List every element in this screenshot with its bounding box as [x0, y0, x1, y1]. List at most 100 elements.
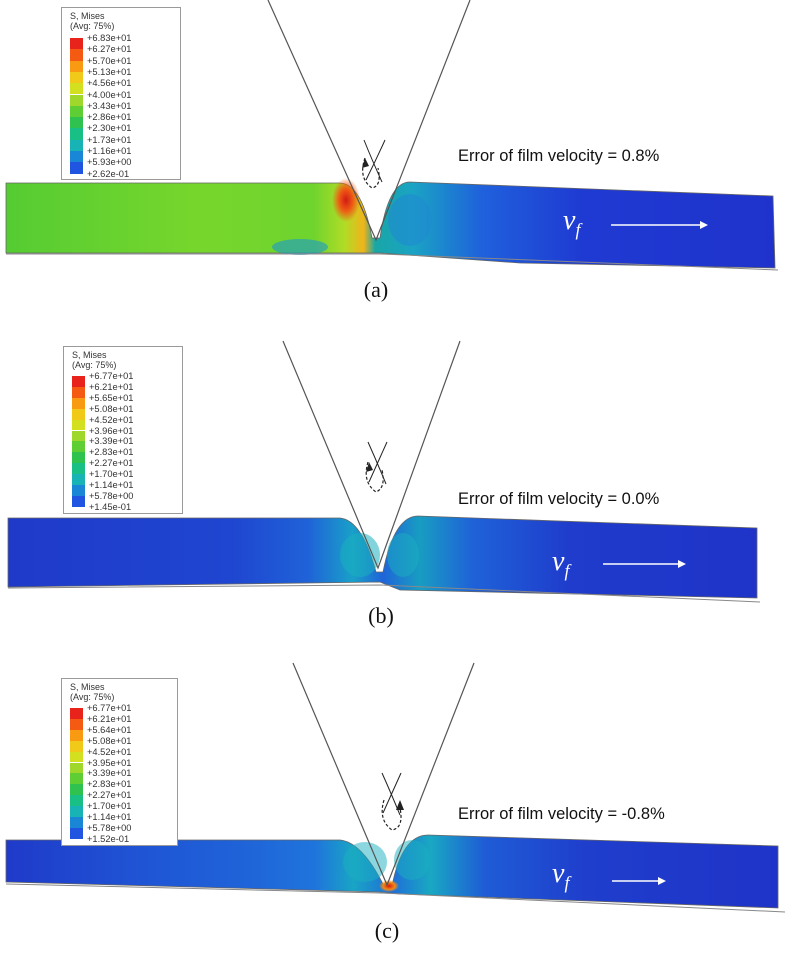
legend-value: +6.83e+01 — [87, 33, 132, 43]
legend-value: +6.21e+01 — [89, 381, 134, 392]
stress-region — [343, 842, 387, 882]
velocity-label: vf — [552, 858, 570, 893]
legend-value: +2.27e+01 — [89, 458, 134, 469]
legend-value: +4.52e+01 — [87, 746, 132, 757]
legend-value: +1.70e+01 — [87, 801, 132, 812]
film-strip — [7, 515, 758, 599]
panel-c: S, Mises (Avg: 75%) +6.77e+01+6.21e+01+5… — [0, 650, 800, 956]
legend-value: +2.62e-01 — [87, 168, 130, 179]
rotation-marker — [368, 441, 388, 483]
legend-value: +4.56e+01 — [87, 78, 132, 89]
legend-color-swatch — [72, 376, 85, 387]
legend-color-swatch — [70, 83, 83, 95]
legend-subtitle: (Avg: 75%) — [70, 21, 115, 31]
substrate-line — [5, 883, 786, 913]
stress-region — [340, 533, 380, 577]
legend-value: +6.77e+01 — [87, 703, 132, 713]
legend-value: +5.08e+01 — [87, 735, 132, 746]
legend-color-swatch — [70, 806, 83, 817]
panel-a: S, Mises (Avg: 75%) +6.83e+01+6.27e+01+5… — [0, 0, 800, 310]
stress-region — [388, 194, 432, 246]
panel-caption: (b) — [368, 603, 394, 628]
simulation-view-c — [5, 662, 786, 913]
legend-value: +1.52e-01 — [87, 833, 130, 844]
legend-color-swatch — [72, 397, 85, 409]
panel-caption: (c) — [374, 918, 400, 943]
legend-value: +3.39e+01 — [87, 768, 132, 779]
legend-color-swatch — [70, 795, 83, 807]
legend-color-swatch — [72, 419, 85, 431]
legend-color-swatch — [70, 71, 83, 84]
legend-color-swatch — [70, 60, 83, 72]
legend-value: +1.73e+01 — [87, 134, 132, 145]
stress-hotspot — [332, 178, 360, 222]
legend-color-swatch — [70, 762, 83, 774]
legend-color-swatch — [70, 827, 83, 839]
legend-title: S, Mises — [70, 11, 105, 21]
legend-subtitle: (Avg: 75%) — [72, 360, 117, 370]
rotation-marker — [363, 139, 383, 183]
legend-value: +5.78e+00 — [87, 822, 132, 833]
velocity-label: vf — [563, 205, 581, 240]
legend-value: +2.27e+01 — [87, 790, 132, 801]
legend-value: +3.95e+01 — [87, 757, 132, 768]
legend-color-swatch — [70, 117, 83, 129]
legend-color-swatch — [70, 718, 83, 730]
legend-color-swatch — [72, 463, 85, 475]
legend-value: +2.30e+01 — [87, 123, 132, 134]
panel-b: S, Mises (Avg: 75%) +6.77e+01+6.21e+01+5… — [0, 330, 800, 640]
legend-value: +5.65e+01 — [89, 392, 134, 403]
legend-color-swatch — [70, 162, 83, 174]
legend-color-swatch — [70, 139, 83, 151]
legend-value: +1.14e+01 — [89, 480, 134, 490]
substrate-line — [6, 253, 779, 271]
legend-value: +2.83e+01 — [87, 779, 132, 790]
rotation-marker — [367, 441, 387, 485]
stress-hotspot — [379, 880, 399, 892]
legend-color-swatch — [70, 773, 83, 785]
legend-value: +2.83e+01 — [89, 447, 134, 458]
legend-title: S, Mises — [72, 350, 107, 360]
rotation-marker — [365, 139, 386, 181]
rotation-arrow — [362, 157, 380, 189]
legend-color-swatch — [70, 751, 83, 763]
legend-value: +5.08e+01 — [89, 403, 134, 414]
legend-color-swatch — [72, 485, 85, 496]
legend-color-swatch — [72, 430, 85, 442]
legend-value: +6.21e+01 — [87, 713, 132, 724]
legend-color-swatch — [70, 817, 83, 828]
rotation-arrow — [365, 461, 384, 493]
simulation-view-a — [5, 0, 779, 271]
legend-color-swatch — [72, 408, 85, 420]
mises-legend: S, Mises (Avg: 75%) +6.77e+01+6.21e+01+5… — [63, 346, 183, 514]
legend-color-swatch — [70, 94, 83, 106]
cutting-tool — [292, 662, 475, 887]
legend-value: +3.43e+01 — [87, 100, 132, 111]
error-label: Error of film velocity = 0.8% — [458, 147, 660, 165]
legend-color-swatch — [70, 49, 83, 61]
legend-color-swatch — [70, 105, 83, 118]
legend-value: +3.96e+01 — [89, 425, 134, 436]
legend-color-swatch — [72, 441, 85, 453]
stress-region — [272, 239, 328, 255]
stress-region — [394, 840, 430, 880]
velocity-label: vf — [552, 546, 570, 581]
panel-caption: (a) — [363, 277, 389, 302]
cutting-tool — [282, 340, 461, 570]
legend-value: +5.93e+00 — [87, 157, 132, 168]
simulation-view-b — [7, 340, 761, 603]
error-label: Error of film velocity = 0.0% — [458, 490, 660, 508]
legend-value: +5.78e+00 — [89, 490, 134, 501]
legend-color-swatch — [72, 386, 85, 398]
legend-color-swatch — [70, 729, 83, 741]
legend-color-swatch — [72, 495, 85, 507]
legend-value: +5.64e+01 — [87, 724, 132, 735]
legend-value: +5.70e+01 — [87, 55, 132, 66]
substrate-line — [7, 584, 761, 603]
stress-region — [387, 533, 419, 577]
rotation-marker — [382, 772, 402, 814]
legend-value: +1.14e+01 — [87, 812, 132, 822]
cutting-tool — [267, 0, 471, 242]
legend-color-swatch — [70, 38, 83, 50]
legend-value: +4.52e+01 — [89, 414, 134, 425]
